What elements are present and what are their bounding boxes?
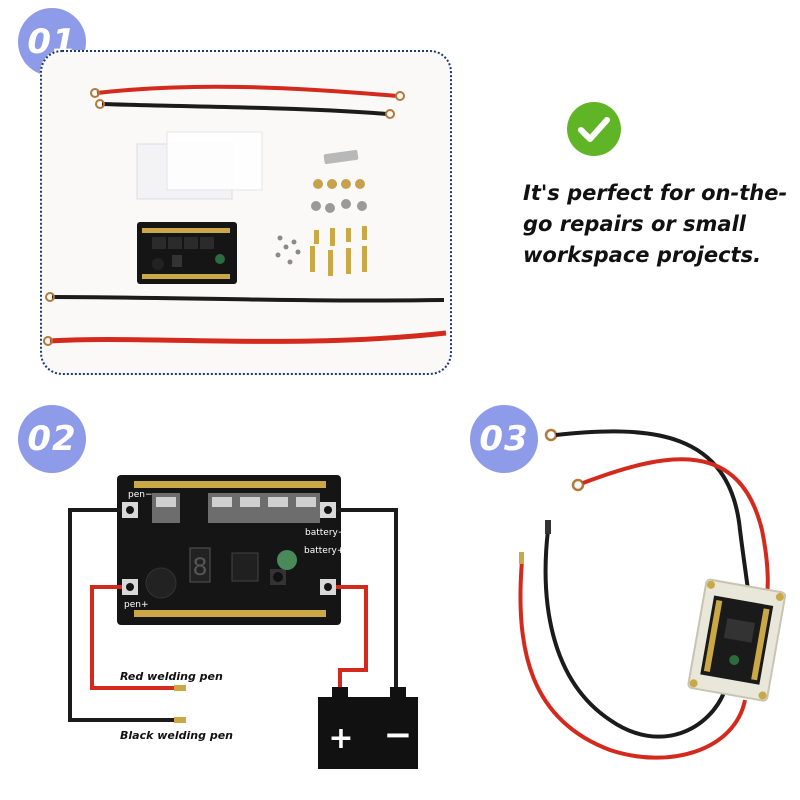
red-welding-pen-label: Red welding pen (120, 670, 223, 683)
battery-icon: + − (318, 687, 418, 769)
label-pen-plus: pen+ (124, 600, 149, 610)
black-welding-pen-label: Black welding pen (120, 729, 233, 742)
black-pen-wire (68, 508, 178, 722)
battery-negative-wire (336, 508, 398, 695)
kit-contents-illustration (43, 84, 447, 346)
wiring-diagram: 8 pen− pen+ battery− battery+ + − (68, 475, 418, 769)
checkmark-icon (567, 102, 621, 156)
label-battery-plus: battery+ (304, 546, 344, 556)
feature-tagline: It's perfect for on-the-go repairs or sm… (523, 181, 788, 267)
kit-contents-panel (40, 50, 452, 375)
assembled-product-illustration (518, 428, 787, 760)
svg-text:−: − (384, 715, 413, 755)
svg-text:8: 8 (192, 553, 207, 581)
red-pen-wire (90, 585, 178, 690)
svg-text:+: + (328, 721, 353, 756)
battery-positive-wire (336, 585, 368, 695)
step-badge-2: 02 (18, 405, 86, 473)
step-badge-3: 03 (470, 405, 538, 473)
label-pen-minus: pen− (128, 490, 153, 500)
label-battery-minus: battery− (305, 528, 345, 538)
